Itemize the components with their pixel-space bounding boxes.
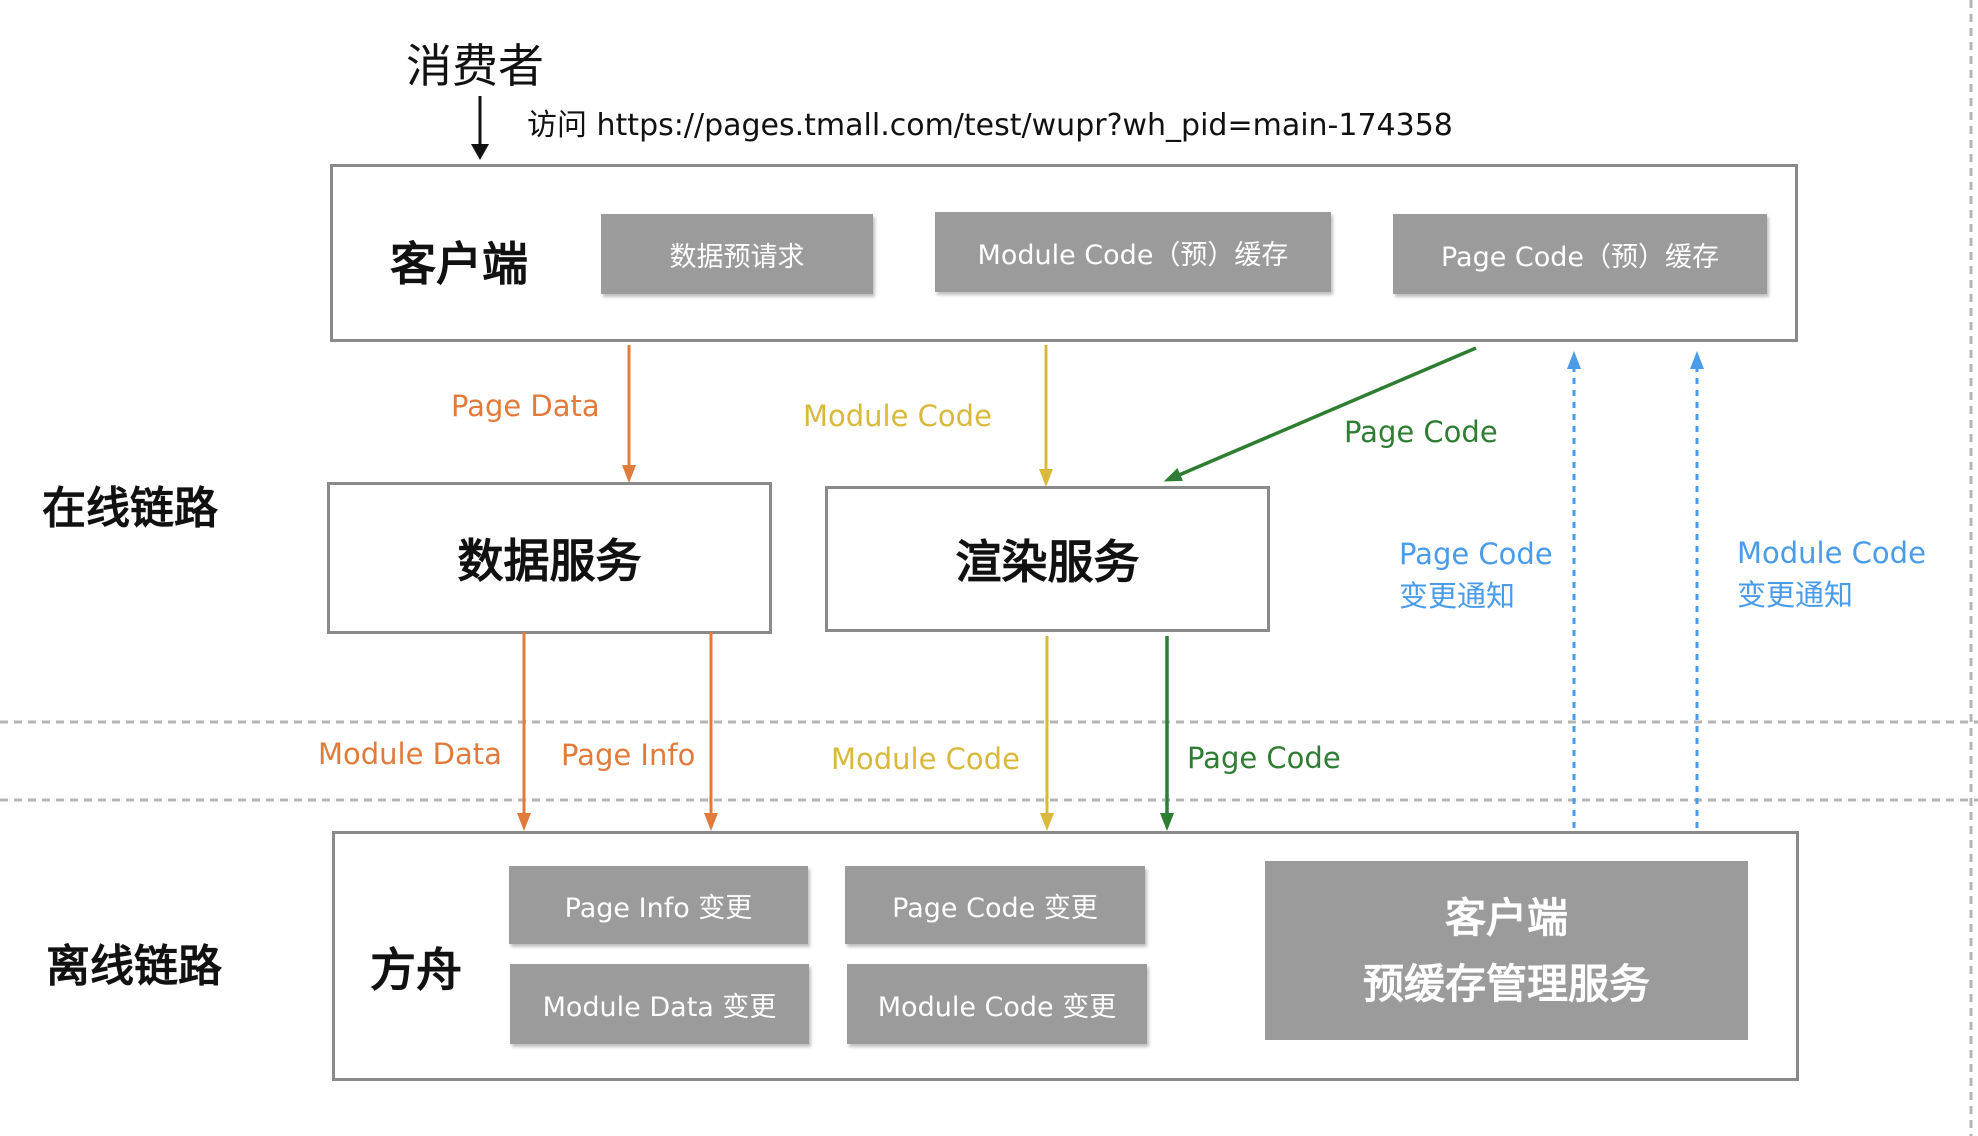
render-service-label: 渲染服务 (955, 535, 1140, 589)
flow-label-module-data: Module Data (318, 737, 502, 771)
client-title: 客户端 (390, 237, 528, 291)
client-chip-module-code-cache: Module Code（预）缓存 (935, 212, 1331, 292)
consumer-label: 消费者 (406, 39, 544, 93)
flow-label-page-data: Page Data (451, 389, 600, 423)
client-precache-manager: 客户端 预缓存管理服务 (1265, 861, 1748, 1040)
data-service-box: 数据服务 (327, 482, 772, 634)
arrow-consumer-head (471, 144, 489, 160)
ark-chip-page-code-change: Page Code 变更 (845, 866, 1145, 944)
flow-label-module-code-notify-2: 变更通知 (1737, 578, 1854, 612)
offline-section-label: 离线链路 (46, 941, 222, 992)
flow-label-page-code-notify-2: 变更通知 (1399, 579, 1516, 613)
ark-chip-page-info-change: Page Info 变更 (509, 866, 808, 944)
flow-label-module-code-upper: Module Code (803, 399, 992, 433)
flow-label-module-code-notify-1: Module Code (1737, 536, 1926, 570)
arrow-page-code-upper (1163, 346, 1477, 482)
flow-label-page-code-notify-1: Page Code (1399, 537, 1553, 571)
flow-label-module-code-lower: Module Code (831, 742, 1020, 776)
flow-label-page-info: Page Info (561, 738, 696, 772)
ark-chip-module-data-change: Module Data 变更 (510, 964, 809, 1044)
flow-label-page-code-lower: Page Code (1187, 741, 1341, 775)
data-service-label: 数据服务 (457, 534, 642, 588)
flow-label-page-code-upper: Page Code (1344, 415, 1498, 449)
visit-url-text: 访问 https://pages.tmall.com/test/wupr?wh_… (527, 108, 1453, 143)
ark-title: 方舟 (370, 943, 462, 997)
ark-chip-module-code-change: Module Code 变更 (847, 964, 1147, 1044)
online-section-label: 在线链路 (42, 483, 218, 534)
client-chip-data-prefetch: 数据预请求 (601, 214, 873, 294)
client-precache-manager-line2: 预缓存管理服务 (1363, 959, 1650, 1008)
client-chip-page-code-cache: Page Code（预）缓存 (1393, 214, 1767, 294)
render-service-box: 渲染服务 (825, 486, 1270, 632)
client-precache-manager-line1: 客户端 (1445, 893, 1568, 942)
